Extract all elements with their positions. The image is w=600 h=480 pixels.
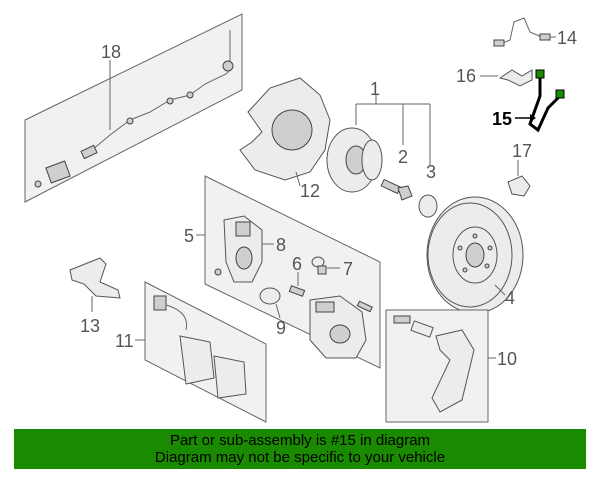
callout-11: 11 [115,331,134,351]
part-4-brake-rotor[interactable] [426,196,524,314]
part-15-brake-hose-highlighted[interactable] [515,69,565,133]
part-7-guide-cap[interactable] [311,256,340,275]
callout-9: 9 [276,318,286,338]
part-1-hub-assembly[interactable] [326,95,431,193]
part-14-brake-hose[interactable] [493,17,556,47]
caliper-housing [309,295,373,359]
callout-10: 10 [497,349,517,369]
callout-4: 4 [505,288,515,308]
callout-1: 1 [370,79,380,99]
callout-12: 12 [300,181,320,201]
callout-16: 16 [456,66,476,86]
part-6-bleeder-screw[interactable] [288,272,306,297]
part-2-hub-bolt[interactable] [380,178,413,201]
part-13-bracket[interactable] [69,257,121,312]
part-10-caliper-bracket[interactable] [385,309,496,423]
part-17-hose-bracket[interactable] [507,160,531,197]
callout-5: 5 [184,226,194,246]
callout-14: 14 [557,28,577,48]
part-16-hose-clip[interactable] [480,69,533,87]
banner-line-2: Diagram may not be specific to your vehi… [154,449,446,466]
callout-18: 18 [101,42,121,62]
callout-6: 6 [292,254,302,274]
part-11-brake-pads[interactable] [135,281,267,423]
part-3-dust-cap[interactable] [418,194,438,218]
part-8-parking-motor[interactable] [214,215,274,283]
callout-7: 7 [343,259,353,279]
callout-15: 15 [492,109,512,129]
callout-2: 2 [398,147,408,167]
part-18-speed-sensor[interactable] [24,13,243,203]
callout-13: 13 [80,316,100,336]
callout-3: 3 [426,162,436,182]
info-banner: Part or sub-assembly is #15 in diagram D… [14,429,586,469]
part-9-seal-ring[interactable] [259,287,281,319]
banner-line-1: Part or sub-assembly is #15 in diagram [169,432,431,449]
callout-8: 8 [276,235,286,255]
part-12-splash-shield[interactable] [239,77,331,187]
callout-17: 17 [512,141,532,161]
